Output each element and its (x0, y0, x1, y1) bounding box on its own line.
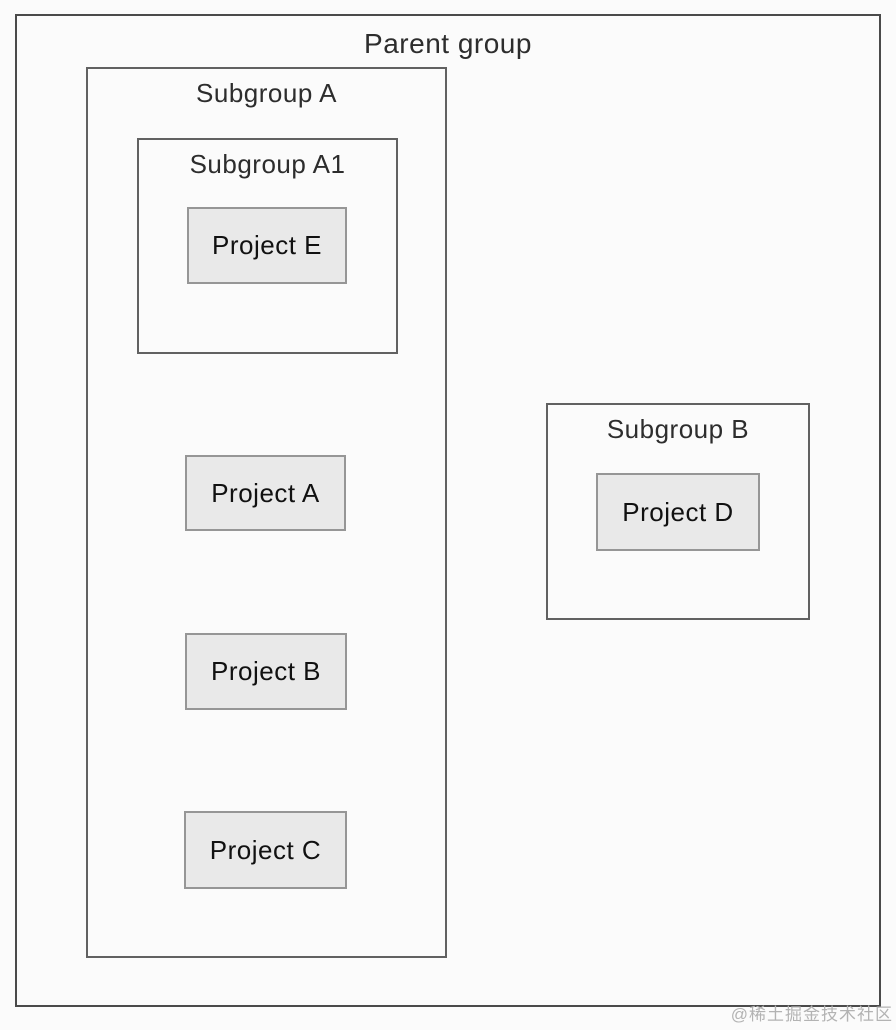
group-label-subgroup-a1: Subgroup A1 (189, 149, 346, 179)
group-box-subgroup-a1: Subgroup A1 Project E (137, 138, 398, 354)
group-box-parent: Parent group Subgroup A Subgroup A1 Proj… (15, 14, 881, 1007)
group-box-subgroup-b: Subgroup B Project D (546, 403, 810, 620)
project-node-c: Project C (184, 811, 347, 889)
group-box-subgroup-a: Subgroup A Subgroup A1 Project E Project… (86, 67, 447, 958)
project-node-a: Project A (185, 455, 346, 531)
group-label-parent: Parent group (364, 28, 532, 59)
project-node-b: Project B (185, 633, 347, 710)
group-label-subgroup-a: Subgroup A (196, 78, 337, 108)
project-node-d: Project D (596, 473, 760, 551)
watermark-text: @稀土掘金技术社区 (730, 1005, 893, 1024)
project-node-e: Project E (187, 207, 347, 284)
group-label-subgroup-b: Subgroup B (606, 414, 750, 444)
